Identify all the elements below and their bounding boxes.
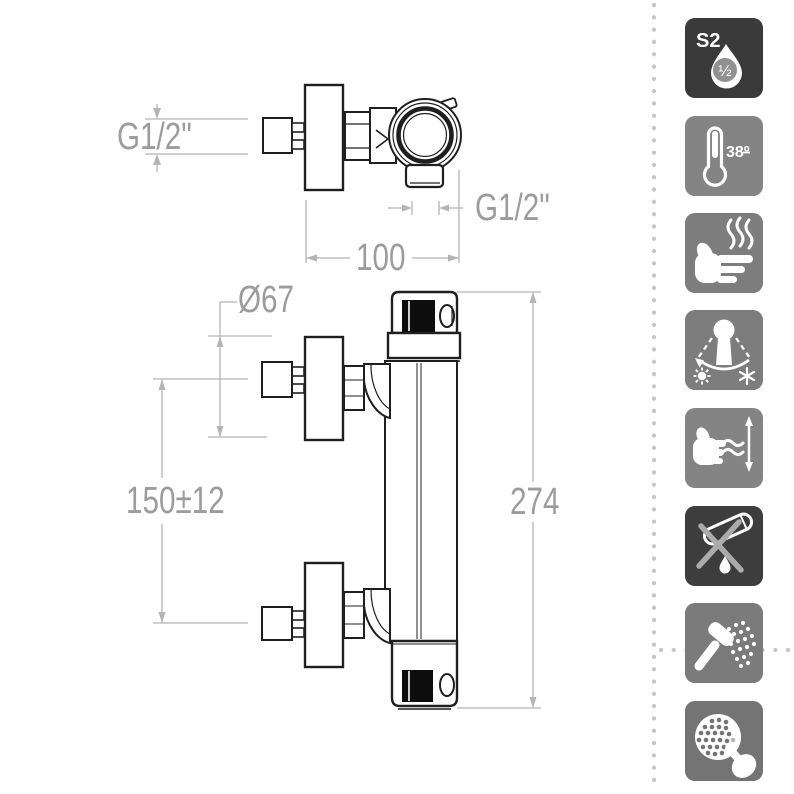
spray-dots xyxy=(724,620,757,669)
droplet-glyph xyxy=(719,556,731,574)
badge-hot-water-supply xyxy=(685,213,763,293)
dim-label-flange-diameter: Ø67 xyxy=(238,279,295,321)
dimension-arrowheads xyxy=(153,108,537,708)
flow-control-icon xyxy=(693,416,753,472)
dim-label-body-height: 274 xyxy=(510,481,560,523)
cross-out-x xyxy=(696,519,744,573)
badge-flow-control xyxy=(685,408,763,488)
hand-shower-icon xyxy=(694,620,757,671)
badge-hand-shower xyxy=(685,603,763,683)
easy-clean-icon xyxy=(695,714,757,778)
snowflake-glyph xyxy=(738,366,756,386)
thermometer-icon: 38º xyxy=(702,126,750,187)
dim-label-outlet-thread: G1/2" xyxy=(475,187,550,229)
badge-flow-class-s2: S2 ½ xyxy=(685,18,763,98)
no-cleaners-icon xyxy=(696,512,754,574)
top-view-drawing xyxy=(262,83,462,192)
front-view-drawing xyxy=(261,290,462,710)
badge-easy-clean-nozzles xyxy=(685,701,763,781)
dim-label-inlet-spacing: 150±12 xyxy=(126,480,225,522)
badge-no-aggressive-cleaners xyxy=(685,506,763,586)
badge-38-label: 38º xyxy=(726,144,750,161)
dotted-separator-lines xyxy=(651,2,794,794)
dim-label-depth: 100 xyxy=(356,237,406,279)
badge-s2-label: S2 xyxy=(696,30,720,52)
badge-half-label: ½ xyxy=(718,63,731,80)
flow-class-icon: S2 ½ xyxy=(696,30,742,89)
badge-temperature-range xyxy=(685,310,763,390)
hot-water-hand-icon xyxy=(695,216,754,283)
badge-thermostatic-38: 38º xyxy=(685,116,763,196)
dim-label-inlet-thread: G1/2" xyxy=(117,116,192,158)
sun-glyph xyxy=(693,367,711,385)
temperature-range-icon xyxy=(693,319,756,386)
